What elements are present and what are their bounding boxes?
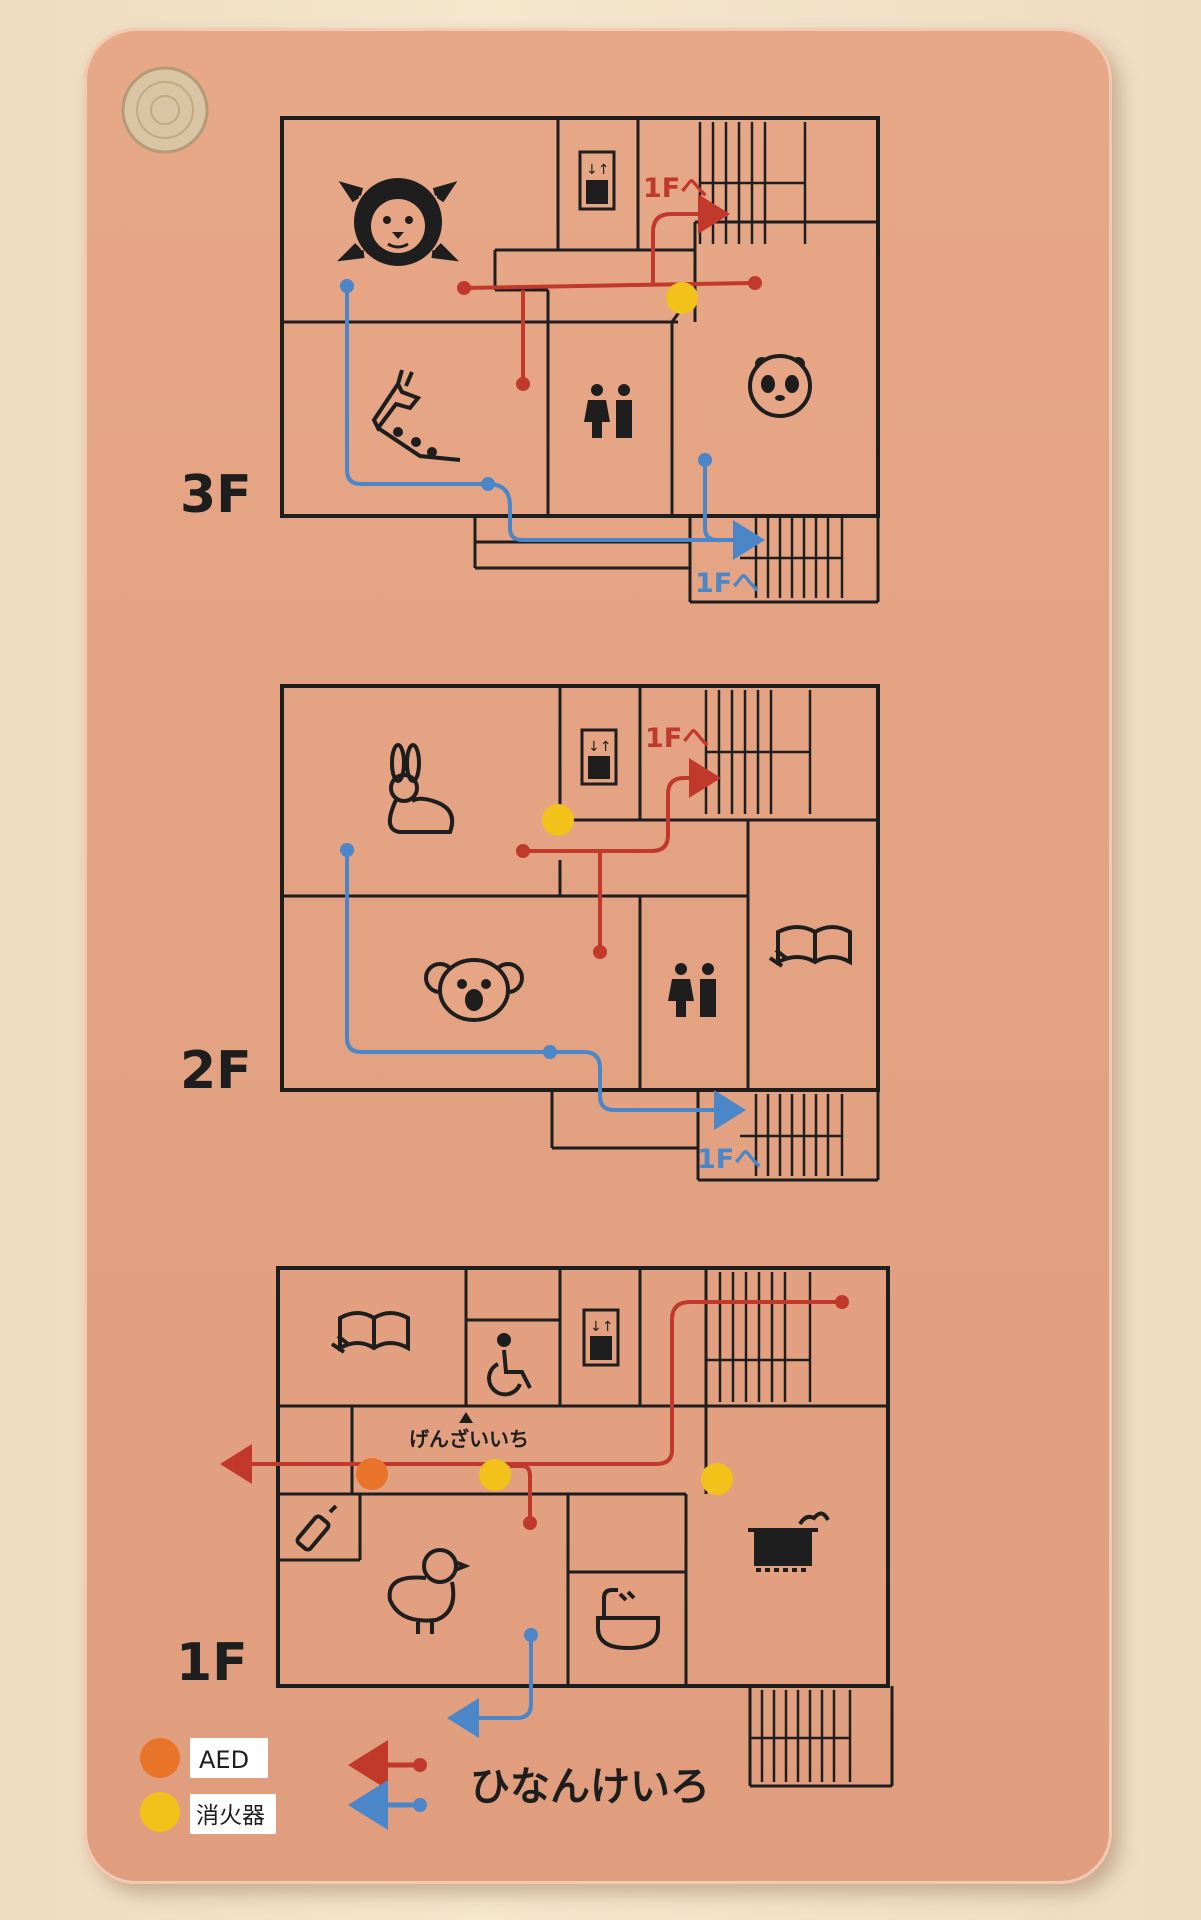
- svg-text:↓↑: ↓↑: [590, 1319, 613, 1335]
- extinguisher-legend-box: [190, 1794, 276, 1834]
- route-red-2f: [516, 758, 721, 959]
- route-label-blue-3f: 1Fへ: [695, 568, 759, 599]
- extinguisher-legend-label: 消火器: [196, 1803, 265, 1829]
- floor-label-2f: 2F: [180, 1041, 252, 1101]
- stairs-1f-top: [706, 1272, 812, 1402]
- elevator-icon: ↓↑: [578, 150, 616, 211]
- extinguisher-legend-marker: [140, 1792, 180, 1832]
- aed-marker: [356, 1458, 388, 1490]
- fire-extinguisher-marker: [542, 804, 574, 836]
- route-legend-label: ひなんけいろ: [470, 1764, 710, 1810]
- legend: AED 消火器 ひなんけいろ: [140, 1738, 710, 1834]
- svg-text:↓↑: ↓↑: [586, 162, 609, 178]
- route-blue-3f: [340, 279, 765, 560]
- floor-1f-plan: [276, 1266, 894, 1788]
- elevator-icon: ↓↑: [582, 1308, 620, 1367]
- stairs-2f-bottom: [740, 1094, 844, 1176]
- stairs-1f-bottom: [750, 1690, 852, 1782]
- panda-icon: [748, 354, 812, 418]
- route-label-red-3f: 1Fへ: [643, 173, 707, 204]
- route-label-blue-2f: 1Fへ: [697, 1144, 761, 1175]
- restroom-icon: [584, 384, 632, 438]
- fire-extinguisher-marker: [479, 1459, 511, 1491]
- aed-legend-box: [190, 1738, 268, 1778]
- wheelchair-icon: [487, 1333, 532, 1397]
- current-location-label: げんざいいち: [409, 1427, 529, 1451]
- stairs-2f-top: [704, 690, 812, 814]
- cooking-pot-icon: [748, 1511, 830, 1572]
- koala-icon: [424, 958, 524, 1022]
- restroom-icon: [668, 963, 716, 1017]
- fire-extinguisher-marker: [666, 282, 698, 314]
- book-icon: [330, 1311, 410, 1354]
- red-route-legend-dot: [413, 1758, 427, 1772]
- chick-icon: [387, 1548, 471, 1634]
- baby-bottle-icon: [295, 1504, 338, 1552]
- elevator-icon: ↓↑: [580, 728, 618, 786]
- current-location-marker-icon: [459, 1412, 473, 1423]
- aed-legend-marker: [140, 1738, 180, 1778]
- giraffe-icon: [371, 369, 461, 462]
- floor-label-1f: 1F: [176, 1633, 248, 1693]
- fire-extinguisher-marker: [701, 1463, 733, 1495]
- route-blue-2f: [340, 843, 746, 1130]
- svg-text:↓↑: ↓↑: [588, 739, 611, 755]
- aed-legend-label: AED: [199, 1746, 249, 1774]
- lion-icon: [336, 178, 460, 266]
- route-red-1f: [220, 1295, 849, 1530]
- wooden-knob: [121, 66, 209, 154]
- book-icon: [768, 925, 852, 968]
- route-blue-1f: [447, 1628, 538, 1738]
- blue-route-legend-dot: [413, 1798, 427, 1812]
- route-label-red-2f: 1Fへ: [645, 723, 709, 754]
- stairs-3f-top: [698, 122, 807, 244]
- floor-2f-plan: [280, 684, 880, 1182]
- rabbit-icon: [388, 743, 455, 834]
- bath-icon: [596, 1588, 660, 1651]
- floor-label-3f: 3F: [180, 465, 252, 525]
- route-red-3f: [457, 194, 762, 391]
